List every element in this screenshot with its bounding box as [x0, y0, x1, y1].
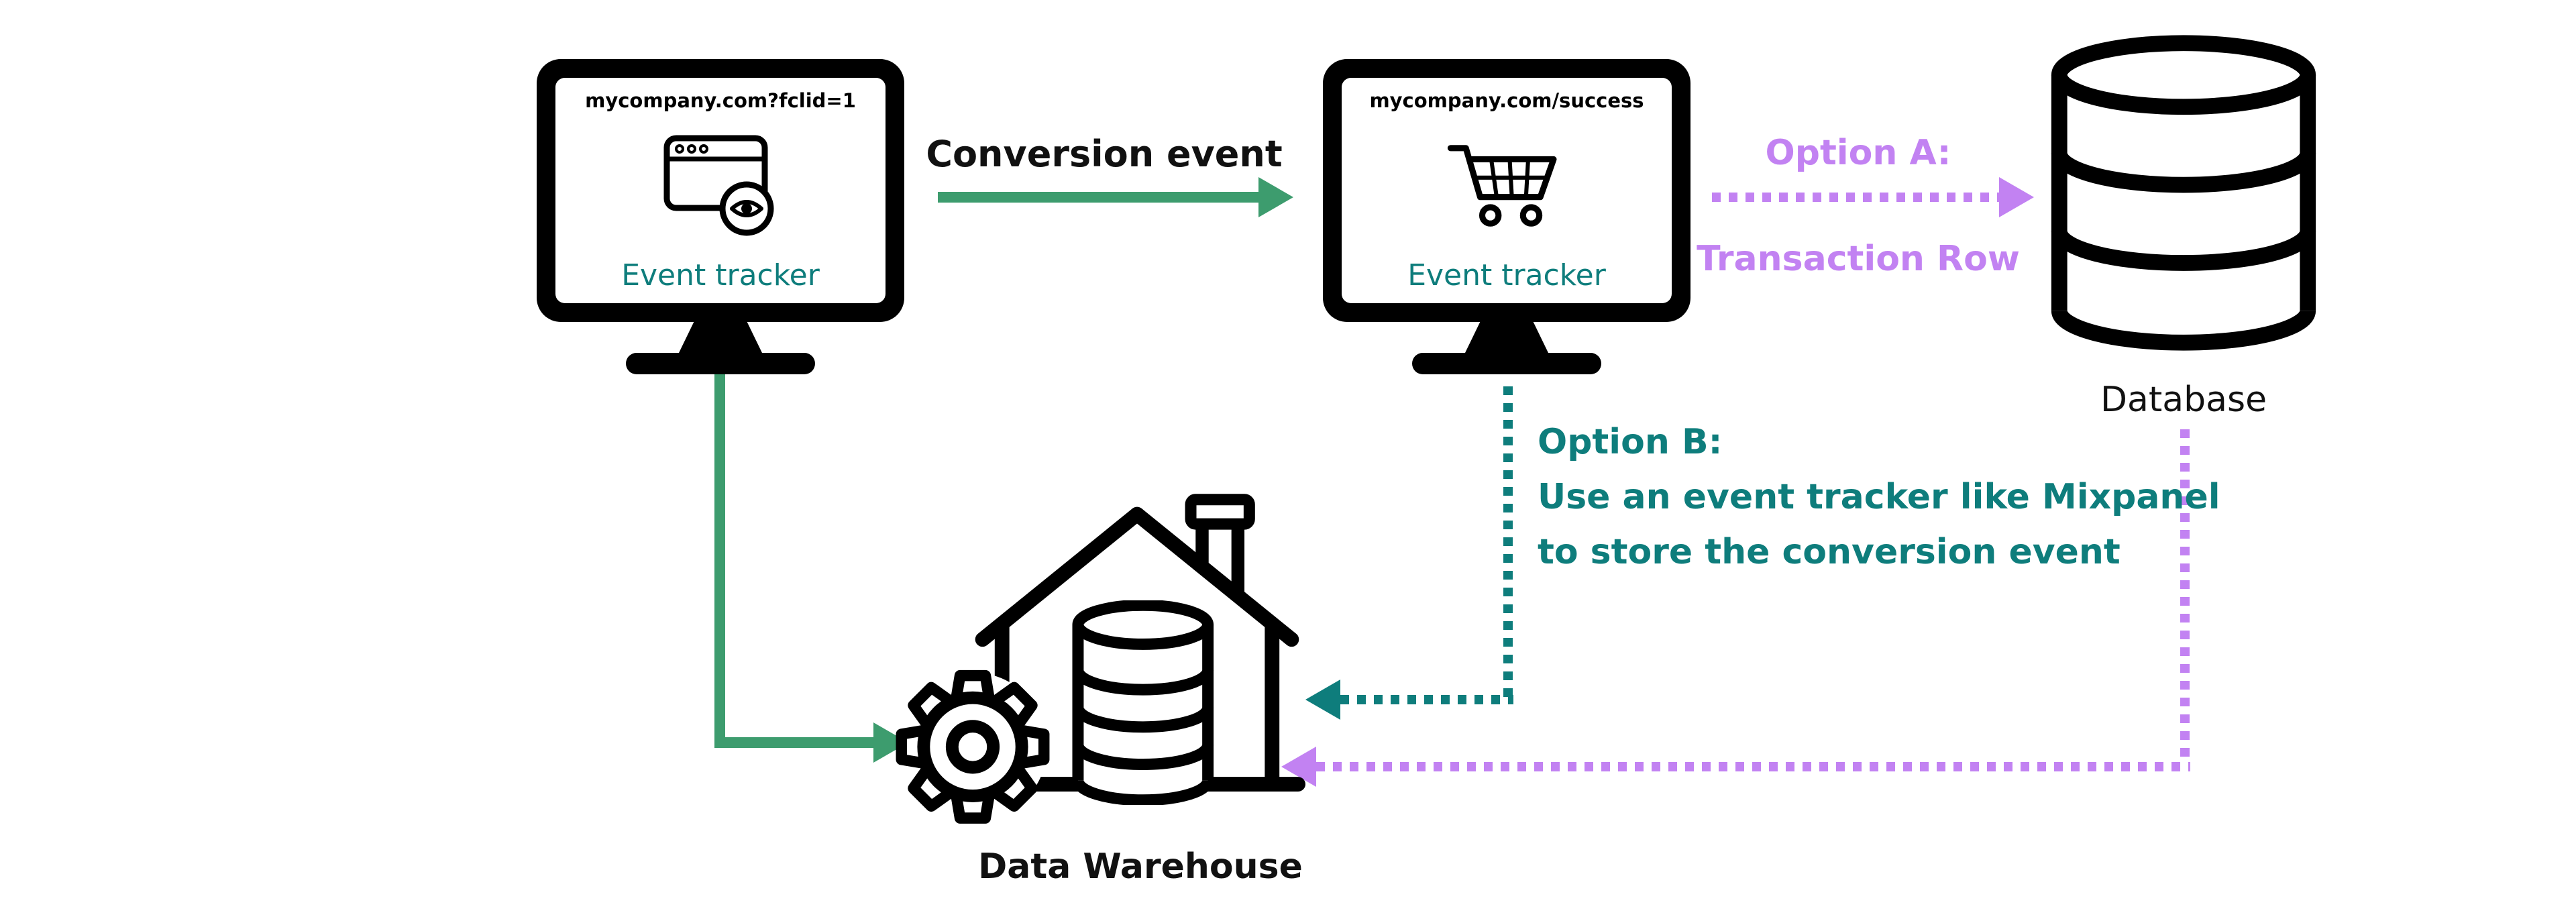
option-b-line2: to store the conversion event: [1538, 532, 2121, 572]
option-a-arrow-line: [1712, 193, 2000, 202]
event-tracker-label: Event tracker: [1407, 258, 1606, 292]
option-b-text: Option B: Use an event tracker like Mixp…: [1538, 415, 2220, 580]
monitor-stand-neck: [1465, 322, 1548, 353]
url-bar: mycompany.com?fclid=1: [585, 89, 856, 113]
tracker-to-warehouse-arrow-vertical: [714, 326, 725, 748]
monitor-bezel: mycompany.com?fclid=1 Event tracker: [537, 59, 904, 322]
monitor-success-page: mycompany.com/success Event tracker: [1323, 59, 1690, 374]
data-warehouse-label: Data Warehouse: [978, 847, 1303, 887]
gear-icon: [896, 669, 1050, 824]
database-to-warehouse-arrow-vertical: [2180, 429, 2190, 763]
conversion-event-arrowhead: [1258, 177, 1293, 217]
tracker-to-warehouse-arrow-horizontal: [714, 737, 875, 748]
monitor-screen: mycompany.com/success Event tracker: [1342, 78, 1672, 303]
shopping-cart-icon: [1447, 144, 1557, 227]
icon-zone: [1444, 113, 1569, 258]
option-a-arrowhead: [1999, 177, 2034, 217]
browser-window-eye-icon: [663, 135, 774, 235]
monitor-landing-page: mycompany.com?fclid=1 Event tracker: [537, 59, 904, 374]
url-query-param: ?fclid=1: [767, 89, 856, 112]
monitor-stand-neck: [679, 322, 762, 353]
url-domain: mycompany.com: [1369, 89, 1552, 112]
monitor-stand-base: [626, 353, 815, 374]
option-b-arrowhead: [1305, 680, 1340, 720]
database-to-warehouse-arrow-horizontal: [1316, 762, 2190, 771]
event-tracker-label: Event tracker: [621, 258, 820, 292]
conversion-event-arrow-line: [938, 192, 1260, 203]
conversion-event-label: Conversion event: [926, 133, 1283, 175]
option-b-title: Option B:: [1538, 422, 1723, 462]
option-b-line1: Use an event tracker like Mixpanel: [1538, 477, 2220, 517]
database-stack-icon: [1072, 600, 1214, 805]
url-bar: mycompany.com/success: [1369, 89, 1644, 113]
url-path: /success: [1552, 89, 1644, 112]
icon-zone: [663, 113, 777, 258]
database-label: Database: [2100, 380, 2267, 420]
option-a-subtitle: Transaction Row: [1697, 239, 2020, 279]
monitor-stand-base: [1412, 353, 1601, 374]
option-b-arrow-vertical: [1503, 386, 1513, 704]
monitor-bezel: mycompany.com/success Event tracker: [1323, 59, 1690, 322]
option-b-arrow-horizontal: [1340, 695, 1513, 704]
database-icon: [2051, 35, 2316, 351]
url-domain: mycompany.com: [585, 89, 768, 112]
option-a-title: Option A:: [1765, 133, 1951, 173]
monitor-screen: mycompany.com?fclid=1 Event tracker: [555, 78, 885, 303]
